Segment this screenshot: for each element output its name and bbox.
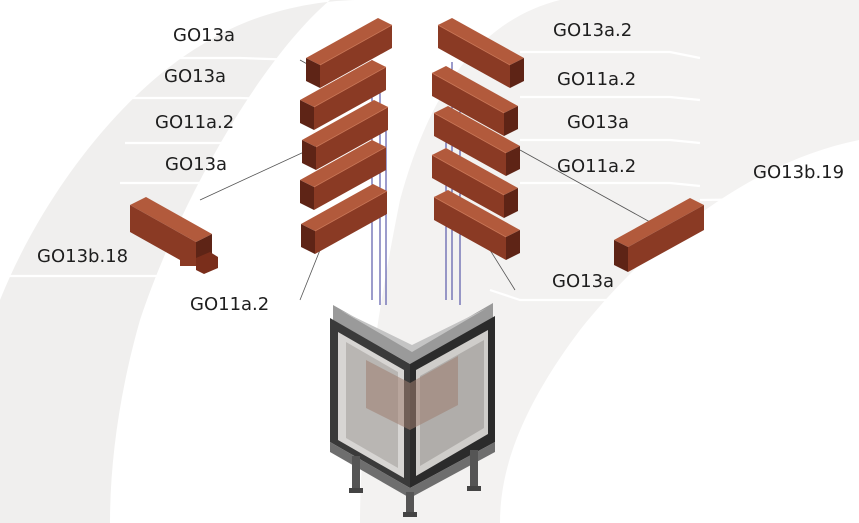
label-p12: GO13a [552,271,614,292]
label-p9: GO13a [567,112,629,133]
side-block-right [614,198,704,272]
label-p8: GO11a.2 [557,69,636,90]
label-lines [8,50,856,327]
label-p4: GO13a [165,154,227,175]
label-p5: GO13b.18 [37,246,128,267]
left-brick-column [299,17,393,255]
side-block-left [130,197,218,274]
label-p2: GO13a [164,66,226,87]
label-p6: GO11a.2 [190,294,269,315]
label-p1: GO13a [173,25,235,46]
label-p3: GO11a.2 [155,112,234,133]
fireplace-insert [330,303,495,517]
label-p7: GO13a.2 [553,20,632,41]
label-p11: GO13b.19 [753,162,844,183]
part-labels: GO13a GO13a GO11a.2 GO13a GO13b.18 GO11a… [37,20,844,315]
label-p10: GO11a.2 [557,156,636,177]
